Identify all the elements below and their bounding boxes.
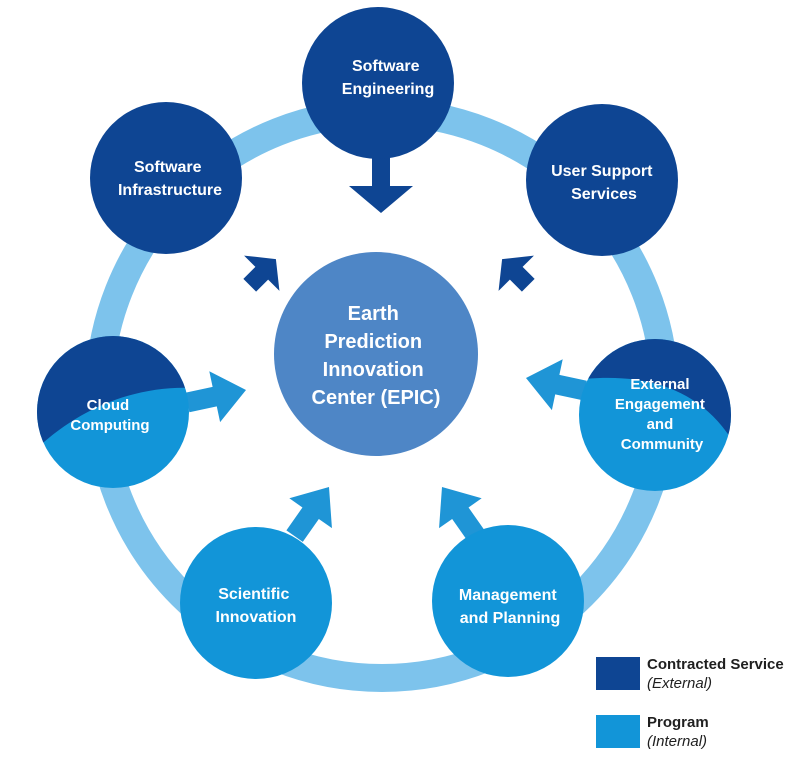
arrows	[185, 152, 587, 542]
label-software-infrastructure: Software Infrastructure	[118, 159, 222, 199]
arrow-cloud-computing	[185, 371, 246, 423]
arrow-external-engagement	[526, 359, 587, 411]
label-line: Management	[459, 587, 557, 604]
label-line: Engagement	[615, 396, 705, 413]
node-software-engineering	[302, 7, 454, 159]
node-cloud-computing	[37, 336, 189, 488]
label-line: Scientific	[218, 586, 289, 603]
legend-text: Contracted Service (External)	[647, 655, 784, 693]
arrow-scientific-innovation	[286, 487, 332, 542]
node-labels: Earth Prediction Innovation Center (EPIC…	[70, 58, 709, 627]
label-external-engagement: External Engagement and Community	[615, 376, 709, 453]
label-line: Services	[571, 186, 637, 203]
label-line: Engineering	[342, 81, 434, 98]
label-line: Software	[134, 159, 202, 176]
center-label-line: Center (EPIC)	[312, 387, 441, 409]
arrow-software-infrastructure	[243, 255, 280, 292]
legend-subtitle: (External)	[647, 675, 713, 692]
legend-title: Program	[647, 714, 709, 731]
node-software-infrastructure	[90, 102, 242, 254]
node-management-planning	[432, 525, 584, 677]
legend-title: Contracted Service	[647, 656, 784, 673]
arrow-user-support-services	[498, 255, 535, 292]
node-user-support-services	[526, 104, 678, 256]
label-line: and Planning	[460, 610, 560, 627]
node-external-engagement	[579, 339, 731, 491]
center-label: Earth Prediction Innovation Center (EPIC…	[312, 303, 441, 409]
node-scientific-innovation	[180, 527, 332, 679]
label-line: Cloud	[87, 397, 130, 414]
center-label-line: Innovation	[323, 359, 424, 381]
legend-item-external: Contracted Service (External)	[596, 655, 801, 693]
center-label-line: Earth	[348, 303, 399, 325]
arrow-management-planning	[439, 486, 485, 542]
legend: Contracted Service (External) Program (I…	[596, 655, 801, 771]
legend-item-internal: Program (Internal)	[596, 713, 801, 751]
legend-text: Program (Internal)	[647, 713, 709, 751]
label-line: and	[647, 416, 674, 433]
label-cloud-computing: Cloud Computing	[70, 397, 149, 434]
legend-subtitle: (Internal)	[647, 733, 708, 750]
label-scientific-innovation: Scientific Innovation	[216, 586, 297, 626]
legend-swatch-internal	[596, 715, 640, 748]
label-line: Computing	[70, 417, 149, 434]
label-management-planning: Management and Planning	[459, 587, 561, 627]
label-line: User Support	[551, 163, 653, 180]
label-line: Innovation	[216, 609, 297, 626]
arrow-software-engineering	[349, 152, 413, 213]
label-software-engineering: Software Engineering	[342, 58, 434, 98]
epic-diagram: Earth Prediction Innovation Center (EPIC…	[37, 7, 731, 692]
label-line: Community	[621, 436, 704, 453]
center-label-line: Prediction	[324, 331, 422, 353]
label-line: Infrastructure	[118, 182, 222, 199]
legend-swatch-external	[596, 657, 640, 690]
label-line: Software	[352, 58, 420, 75]
label-line: External	[630, 376, 689, 393]
label-user-support-services: User Support Services	[551, 163, 657, 203]
center-node	[274, 252, 478, 456]
